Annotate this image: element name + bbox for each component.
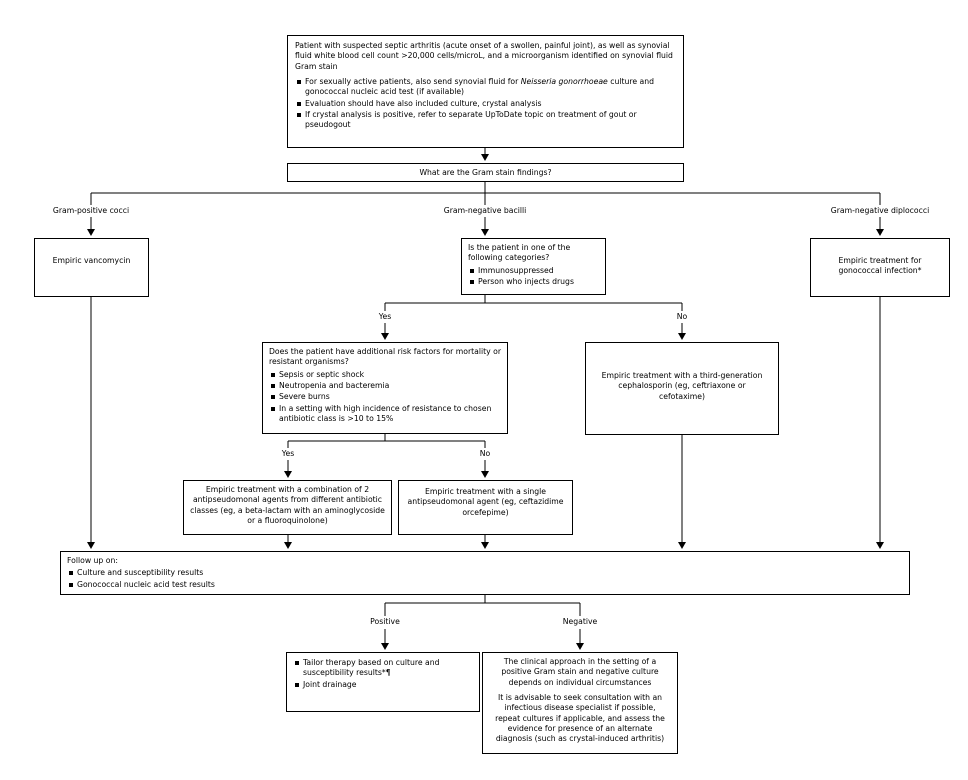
gram-stain-question: What are the Gram stain findings? — [419, 168, 552, 177]
label-yes-category: Yes — [375, 312, 395, 322]
start-box: Patient with suspected septic arthritis … — [287, 35, 684, 148]
vancomycin-box: Empiric vancomycin — [34, 238, 149, 297]
start-text: Patient with suspected septic arthritis … — [295, 41, 673, 71]
negative-outcome-advice: It is advisable to seek consultation wit… — [495, 692, 665, 744]
combination-therapy-text: Empiric treatment with a combination of … — [190, 485, 385, 525]
start-bullet: If crystal analysis is positive, refer t… — [295, 110, 676, 131]
negative-outcome-box: The clinical approach in the setting of … — [482, 652, 678, 754]
start-bullet: For sexually active patients, also send … — [295, 77, 676, 98]
risk-factor-question-text: Does the patient have additional risk fa… — [269, 347, 501, 367]
label-no-category: No — [673, 312, 691, 322]
positive-outcome-box: Tailor therapy based on culture and susc… — [286, 652, 480, 712]
start-bullet: Evaluation should have also included cul… — [295, 99, 676, 109]
label-yes-risk: Yes — [278, 449, 298, 459]
gonococcal-text: Empiric treatment for gonococcal infecti… — [838, 256, 922, 276]
category-question-text: Is the patient in one of the following c… — [468, 243, 571, 263]
risk-factor-item: Sepsis or septic shock — [269, 370, 501, 380]
single-agent-box: Empiric treatment with a single antipseu… — [398, 480, 573, 535]
category-item: Immunosuppressed — [468, 266, 599, 276]
single-agent-text: Empiric treatment with a single antipseu… — [407, 487, 564, 517]
label-negative: Negative — [559, 617, 601, 627]
combination-therapy-box: Empiric treatment with a combination of … — [183, 480, 392, 535]
positive-outcome-item: Joint drainage — [293, 680, 473, 690]
label-no-risk: No — [476, 449, 494, 459]
positive-outcome-item: Tailor therapy based on culture and susc… — [293, 658, 473, 679]
third-gen-cephalosporin-box: Empiric treatment with a third-generatio… — [585, 342, 779, 435]
category-question-box: Is the patient in one of the following c… — [461, 238, 606, 295]
follow-up-title: Follow up on: — [67, 556, 118, 565]
label-gram-negative-bacilli: Gram-negative bacilli — [440, 206, 530, 216]
risk-factor-item: Neutropenia and bacteremia — [269, 381, 501, 391]
label-gram-negative-diplococci: Gram-negative diplococci — [827, 206, 933, 216]
follow-up-item: Gonococcal nucleic acid test results — [67, 580, 903, 590]
vancomycin-text: Empiric vancomycin — [52, 256, 131, 265]
follow-up-box: Follow up on: Culture and susceptibility… — [60, 551, 910, 595]
gram-stain-question-box: What are the Gram stain findings? — [287, 163, 684, 182]
follow-up-item: Culture and susceptibility results — [67, 568, 903, 578]
label-gram-positive-cocci: Gram-positive cocci — [49, 206, 133, 216]
risk-factor-item: In a setting with high incidence of resi… — [269, 404, 501, 425]
risk-factor-item: Severe burns — [269, 392, 501, 402]
label-positive: Positive — [367, 617, 403, 627]
risk-factor-question-box: Does the patient have additional risk fa… — [262, 342, 508, 434]
third-gen-cephalosporin-text: Empiric treatment with a third-generatio… — [601, 371, 763, 401]
negative-outcome-text: The clinical approach in the setting of … — [501, 657, 659, 687]
category-item: Person who injects drugs — [468, 277, 599, 287]
gonococcal-box: Empiric treatment for gonococcal infecti… — [810, 238, 950, 297]
start-bullets: For sexually active patients, also send … — [295, 77, 676, 131]
